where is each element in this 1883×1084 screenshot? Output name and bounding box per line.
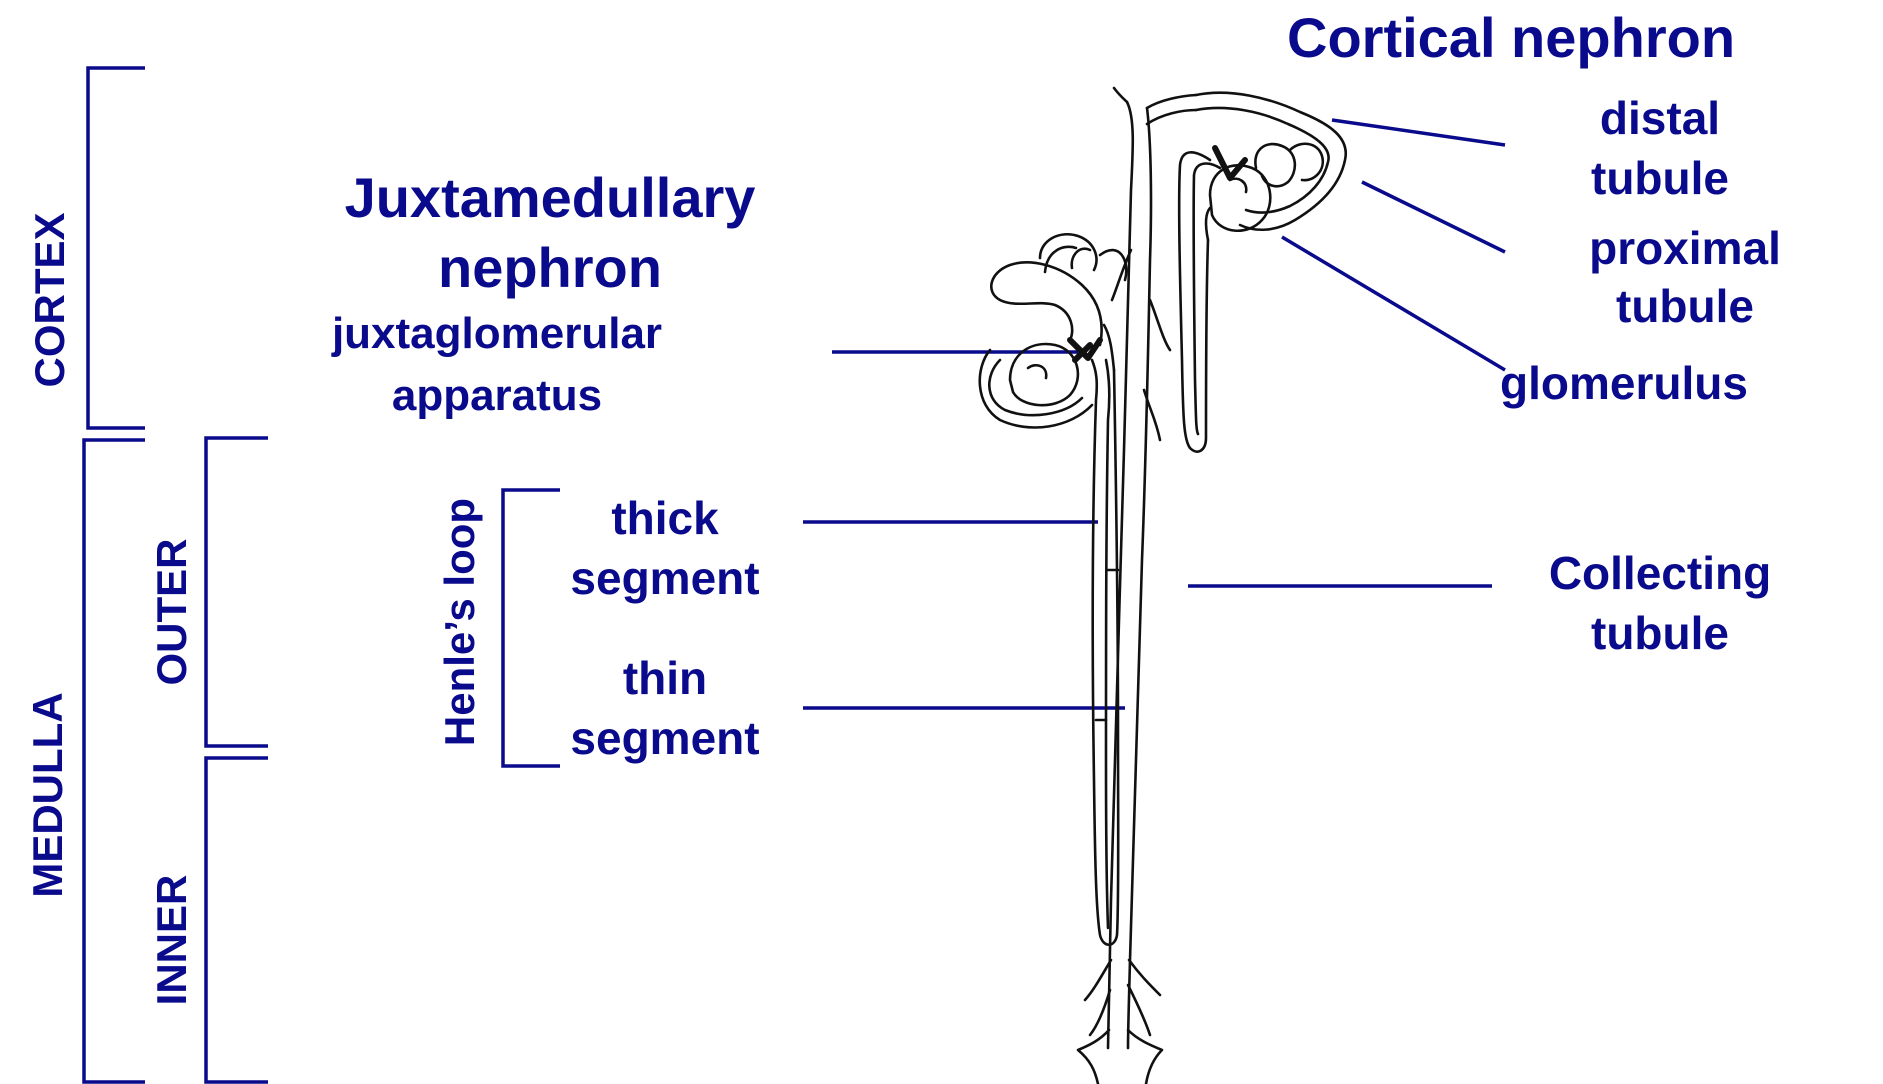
distal-tubule-label: distal tubule bbox=[1530, 95, 1790, 201]
distal-line2: tubule bbox=[1530, 155, 1790, 201]
thin-line1: thin bbox=[535, 655, 795, 701]
thick-line2: segment bbox=[535, 555, 795, 601]
thin-line2: segment bbox=[535, 715, 795, 761]
proximal-line1: proximal bbox=[1540, 225, 1830, 271]
medulla-label: MEDULLA bbox=[27, 692, 69, 897]
thick-segment-label: thick segment bbox=[535, 495, 795, 601]
proximal-line2: tubule bbox=[1540, 283, 1830, 329]
henles-loop-label: Henle’s loop bbox=[439, 498, 481, 746]
collecting-tubule-label: Collecting tubule bbox=[1510, 550, 1810, 656]
cortical-nephron-drawing bbox=[1179, 93, 1346, 452]
juxtaglomerular-line2: apparatus bbox=[262, 374, 732, 418]
inner-label: INNER bbox=[151, 875, 193, 1006]
juxtamedullary-heading-line2: nephron bbox=[280, 240, 820, 296]
thin-segment-label: thin segment bbox=[535, 655, 795, 761]
cortical-nephron-heading: Cortical nephron bbox=[1287, 10, 1735, 66]
proximal-tubule-label: proximal tubule bbox=[1540, 225, 1830, 329]
juxtamedullary-heading: Juxtamedullary nephron bbox=[280, 170, 820, 296]
juxtamedullary-nephron-drawing bbox=[980, 234, 1127, 944]
juxtaglomerular-line1: juxtaglomerular bbox=[262, 312, 732, 356]
distal-line1: distal bbox=[1530, 95, 1790, 141]
juxtaglomerular-apparatus-label: juxtaglomerular apparatus bbox=[262, 312, 732, 418]
glomerulus-label: glomerulus bbox=[1500, 360, 1748, 406]
collecting-line1: Collecting bbox=[1510, 550, 1810, 596]
juxtamedullary-glomerulus bbox=[1010, 344, 1078, 405]
collecting-line2: tubule bbox=[1510, 610, 1810, 656]
thick-line1: thick bbox=[535, 495, 795, 541]
outer-label: OUTER bbox=[151, 539, 193, 686]
juxtamedullary-heading-line1: Juxtamedullary bbox=[280, 170, 820, 226]
cortex-label: CORTEX bbox=[29, 212, 71, 387]
